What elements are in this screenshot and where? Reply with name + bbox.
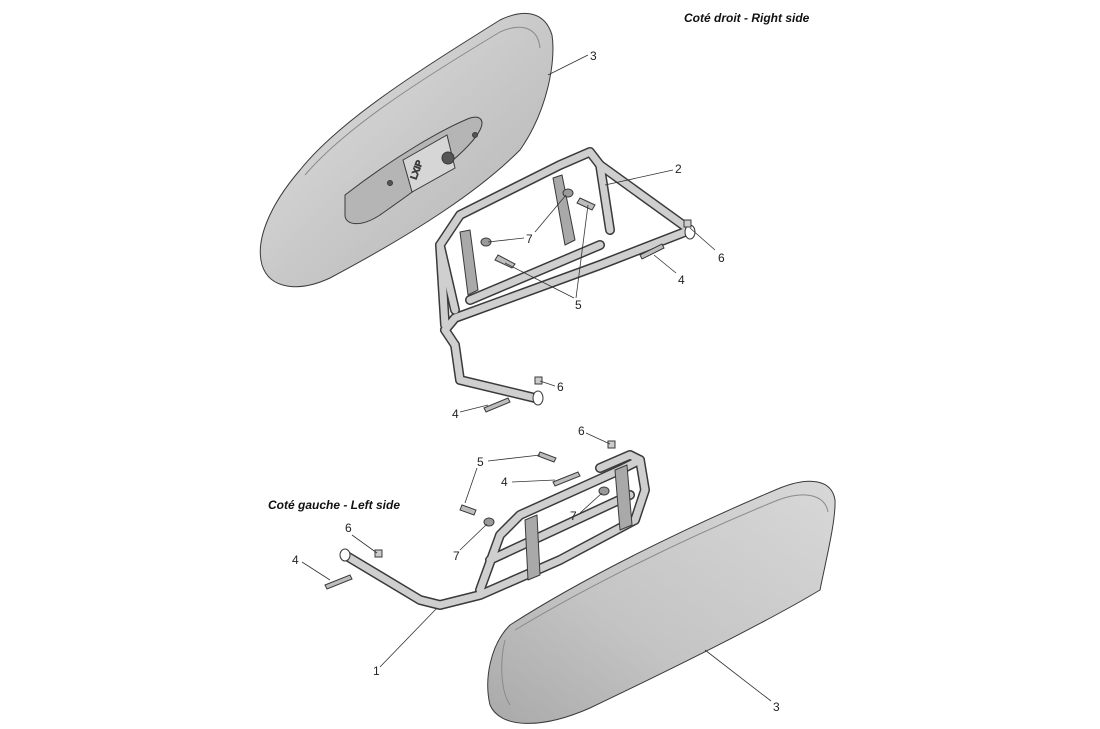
callout-2: 2 — [675, 162, 682, 176]
callout-5-b: 5 — [477, 455, 484, 469]
callout-6-d: 6 — [345, 521, 352, 535]
callout-7-b: 7 — [570, 509, 577, 523]
callout-numbers: 3 2 7 5 6 4 6 4 6 5 4 7 7 6 4 1 3 — [292, 49, 780, 714]
hardware-right — [480, 188, 692, 413]
armpad-right: LXIP — [259, 12, 554, 288]
callout-6-c: 6 — [578, 424, 585, 438]
callout-4-d: 4 — [292, 553, 299, 567]
frame-left — [339, 450, 650, 610]
callout-1: 1 — [373, 664, 380, 678]
callout-4-b: 4 — [452, 407, 459, 421]
callout-4-c: 4 — [501, 475, 508, 489]
callout-3-left: 3 — [773, 700, 780, 714]
callout-4-a: 4 — [678, 273, 685, 287]
frame-right — [435, 147, 696, 406]
right-side-title: Coté droit - Right side — [684, 11, 810, 25]
callout-6-a: 6 — [718, 251, 725, 265]
callout-3-right: 3 — [590, 49, 597, 63]
leader-lines — [301, 54, 772, 702]
callout-7-a: 7 — [526, 232, 533, 246]
left-side-title: Coté gauche - Left side — [268, 498, 401, 512]
callout-7-c: 7 — [453, 549, 460, 563]
armpad-left — [487, 480, 836, 724]
callout-6-b: 6 — [557, 380, 564, 394]
callout-5-a: 5 — [575, 298, 582, 312]
